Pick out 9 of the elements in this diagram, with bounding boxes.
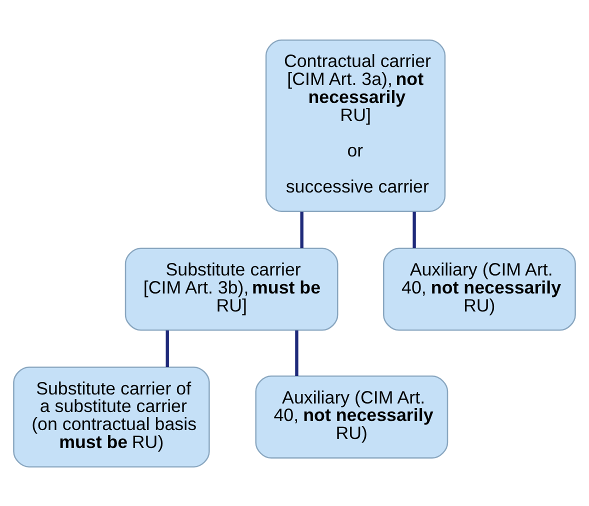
- node-box: Substitute carrier of a substitute carrier (on contractual basis must be RU): [13, 366, 210, 468]
- connector: [412, 211, 416, 248]
- node-box: Contractual carrier [CIM Art. 3a), not necessarily RU] or successive carrier: [265, 38, 446, 212]
- connector: [295, 330, 298, 376]
- node-box: Substitute carrier [CIM Art. 3b), must be RU]: [124, 247, 338, 330]
- node-box: Auxiliary (CIM Art. 40, not necessarily RU): [382, 247, 576, 330]
- connector: [166, 330, 169, 367]
- connector: [300, 211, 304, 248]
- node-box: Auxiliary (CIM Art. 40, not necessarily RU): [255, 375, 448, 458]
